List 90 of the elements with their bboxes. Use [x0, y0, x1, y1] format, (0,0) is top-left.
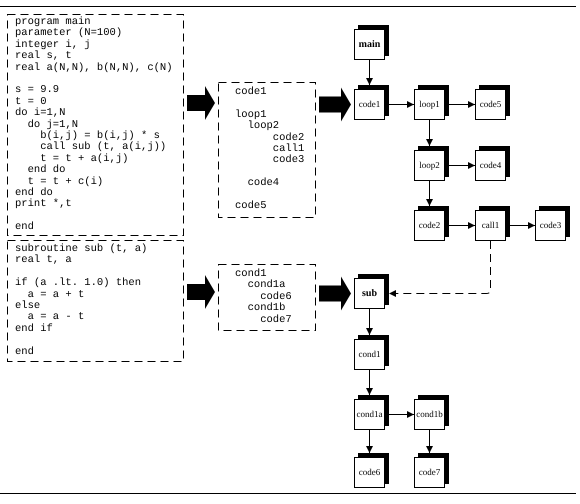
process-box [475, 146, 510, 181]
node-label: code5 [480, 100, 502, 109]
code-line: real a(N,N), b(N,N), c(N) [15, 62, 173, 74]
code-line: integer i, j [15, 40, 91, 51]
arrow [448, 101, 476, 108]
code-line: real t, a [15, 255, 72, 267]
process-box [414, 395, 449, 430]
code-line: if (a .lt. 1.0) then [15, 278, 142, 290]
node-label: code7 [418, 468, 440, 477]
code-line: real s, t [15, 51, 72, 62]
code-listing-panel [7, 14, 184, 236]
block-arrow [319, 276, 351, 310]
outline-line: code6 [260, 292, 292, 303]
process-box [354, 395, 389, 430]
outline-line: code3 [272, 155, 304, 167]
node-label: code3 [540, 221, 562, 230]
block-arrow [187, 86, 215, 120]
arrow [366, 60, 373, 86]
arrow [448, 222, 476, 229]
outline-line: code1 [235, 87, 267, 98]
code-line: end [15, 346, 34, 358]
node-label: code2 [418, 221, 440, 230]
arrow [426, 120, 433, 146]
node-label: cond1 [358, 350, 380, 359]
code-line: print *,t [15, 199, 72, 211]
arrow [426, 180, 433, 206]
process-box [354, 453, 389, 488]
block-arrow [319, 88, 351, 122]
arrow [366, 308, 373, 336]
code-line: t = t + a(i,j) [40, 154, 128, 165]
process-box [414, 85, 449, 120]
outline-panel [218, 264, 316, 331]
node-label: code6 [358, 468, 380, 477]
arrow [388, 411, 414, 418]
code-line: end [15, 222, 34, 234]
node-label: cond1a [356, 410, 382, 419]
code-line: s = 9.9 [15, 85, 60, 97]
node-label: cond1b [416, 410, 443, 419]
outline-line: cond1b [248, 303, 286, 314]
code-line: a = a - t [28, 312, 84, 324]
process-box [535, 206, 570, 241]
arrow [426, 430, 433, 454]
code-line: end if [15, 324, 53, 336]
code-line: call sub (t, a(i,j)) [40, 142, 166, 154]
arrow [388, 101, 414, 108]
process-box [354, 335, 389, 370]
arrow [448, 162, 476, 169]
process-box [414, 206, 449, 241]
node-label: loop1 [419, 100, 440, 109]
process-box [354, 85, 389, 120]
arrow [366, 370, 373, 396]
process-box [354, 25, 389, 60]
code-line: end do [28, 165, 66, 177]
node-label: main [358, 40, 380, 50]
code-line: t = 0 [15, 96, 47, 108]
outline-line: call1 [272, 144, 304, 155]
dashed-arrow [388, 240, 491, 297]
code-line: t = t + c(i) [28, 176, 104, 188]
outline-panel [218, 82, 316, 218]
code-line: parameter (N=100) [15, 28, 122, 40]
node-label: call1 [482, 221, 500, 230]
arrow [366, 430, 373, 454]
process-box [475, 85, 510, 120]
outline-line: code7 [260, 314, 292, 326]
process-box [354, 274, 389, 309]
code-line: else [15, 301, 40, 312]
process-box [475, 206, 510, 241]
node-label: code4 [480, 161, 502, 170]
outline-line: cond1 [235, 269, 267, 280]
node-label: code1 [358, 100, 380, 109]
outline-line: code5 [235, 201, 267, 212]
code-line: end do [15, 188, 53, 199]
outline-line: loop1 [235, 110, 267, 121]
process-box [414, 453, 449, 488]
code-listing-panel [7, 240, 184, 362]
outline-line: code2 [272, 132, 304, 144]
outline-line: cond1a [248, 280, 286, 292]
outline-line: loop2 [248, 121, 280, 132]
outline-line: code4 [248, 178, 280, 190]
code-line: program main [15, 17, 91, 28]
process-box [414, 146, 449, 181]
arrow [510, 222, 536, 229]
code-line: do i=1,N [15, 108, 66, 120]
block-arrow [187, 275, 215, 309]
node-label: loop2 [419, 161, 440, 170]
code-line: subroutine sub (t, a) [15, 244, 148, 255]
code-line: a = a + t [28, 290, 84, 301]
code-line: do j=1,N [28, 120, 78, 131]
node-label: sub [362, 288, 377, 298]
code-line: b(i,j) = b(i,j) * s [40, 131, 160, 142]
